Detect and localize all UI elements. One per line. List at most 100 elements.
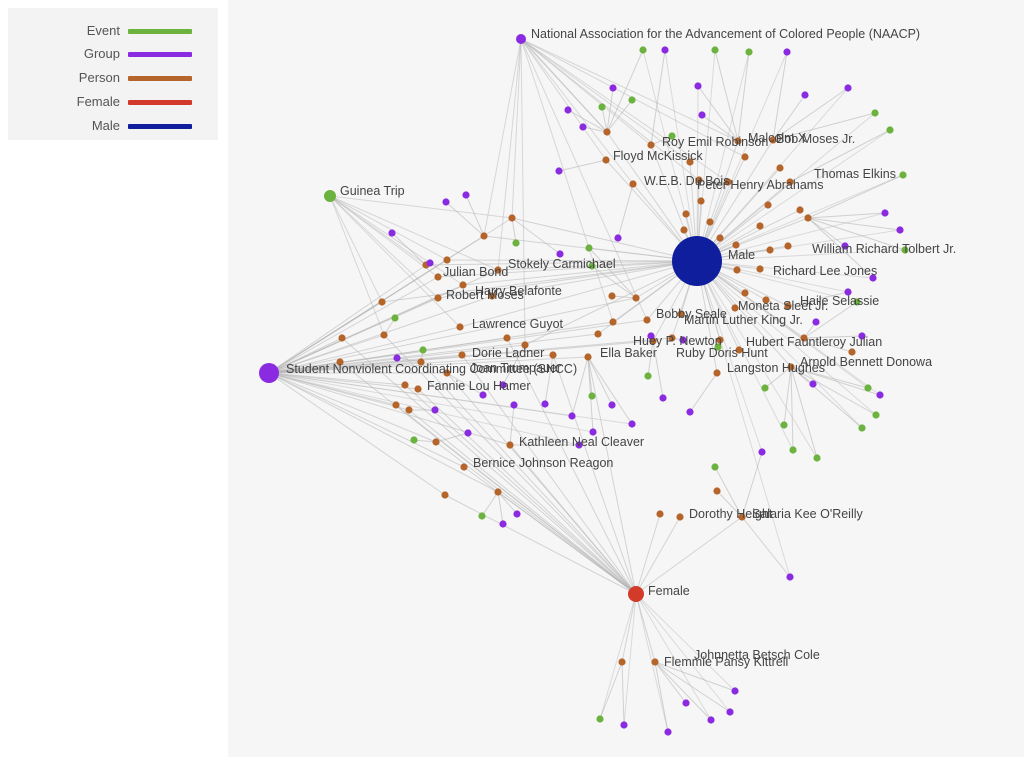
person-node[interactable]	[741, 289, 749, 297]
group-node[interactable]	[393, 354, 401, 362]
group-node[interactable]	[499, 520, 507, 528]
group-node[interactable]	[388, 229, 396, 237]
person-node[interactable]	[804, 214, 812, 222]
person-node[interactable]	[405, 406, 413, 414]
person-node[interactable]	[480, 232, 488, 240]
person-node[interactable]	[336, 358, 344, 366]
group-node[interactable]	[844, 288, 852, 296]
event-node[interactable]	[853, 298, 861, 306]
person-node[interactable]	[682, 210, 690, 218]
group-node[interactable]	[858, 332, 866, 340]
person-node[interactable]	[651, 658, 659, 666]
person-node[interactable]	[676, 513, 684, 521]
group-node[interactable]	[426, 259, 434, 267]
group-node[interactable]	[869, 274, 877, 282]
person-node[interactable]	[734, 137, 742, 145]
person-node[interactable]	[756, 265, 764, 273]
event-node[interactable]	[789, 446, 797, 454]
person-node[interactable]	[787, 363, 795, 371]
hub-node-guinea-trip[interactable]	[324, 190, 336, 202]
group-node[interactable]	[442, 198, 450, 206]
person-node[interactable]	[441, 491, 449, 499]
person-node[interactable]	[629, 180, 637, 188]
person-node[interactable]	[549, 351, 557, 359]
group-node[interactable]	[513, 510, 521, 518]
person-node[interactable]	[459, 281, 467, 289]
event-node[interactable]	[864, 384, 872, 392]
person-node[interactable]	[762, 296, 770, 304]
group-node[interactable]	[694, 82, 702, 90]
group-node[interactable]	[462, 191, 470, 199]
hub-node-female[interactable]	[628, 586, 644, 602]
group-node[interactable]	[809, 380, 817, 388]
hub-node-male[interactable]	[672, 236, 722, 286]
group-node[interactable]	[786, 573, 794, 581]
event-node[interactable]	[872, 411, 880, 419]
event-node[interactable]	[639, 46, 647, 54]
group-node[interactable]	[510, 401, 518, 409]
person-node[interactable]	[756, 222, 764, 230]
person-node[interactable]	[378, 298, 386, 306]
person-node[interactable]	[716, 234, 724, 242]
legend-item-group[interactable]: Group	[8, 44, 218, 64]
legend-item-female[interactable]: Female	[8, 92, 218, 112]
person-node[interactable]	[848, 348, 856, 356]
group-node[interactable]	[686, 408, 694, 416]
event-node[interactable]	[899, 171, 907, 179]
person-node[interactable]	[769, 136, 777, 144]
event-node[interactable]	[628, 96, 636, 104]
group-node[interactable]	[731, 687, 739, 695]
person-node[interactable]	[796, 206, 804, 214]
group-node[interactable]	[579, 123, 587, 131]
group-node[interactable]	[614, 234, 622, 242]
person-node[interactable]	[506, 441, 514, 449]
person-node[interactable]	[417, 358, 425, 366]
group-node[interactable]	[801, 91, 809, 99]
person-node[interactable]	[786, 178, 794, 186]
person-node[interactable]	[609, 318, 617, 326]
group-node[interactable]	[589, 428, 597, 436]
person-node[interactable]	[800, 334, 808, 342]
event-node[interactable]	[644, 372, 652, 380]
person-node[interactable]	[401, 381, 409, 389]
group-node[interactable]	[608, 401, 616, 409]
person-node[interactable]	[443, 256, 451, 264]
group-node[interactable]	[812, 318, 820, 326]
group-node[interactable]	[575, 441, 583, 449]
person-node[interactable]	[432, 438, 440, 446]
group-node[interactable]	[564, 106, 572, 114]
event-node[interactable]	[588, 392, 596, 400]
event-node[interactable]	[901, 246, 909, 254]
person-node[interactable]	[732, 241, 740, 249]
person-node[interactable]	[602, 156, 610, 164]
person-node[interactable]	[460, 463, 468, 471]
person-node[interactable]	[680, 226, 688, 234]
person-node[interactable]	[697, 197, 705, 205]
event-node[interactable]	[419, 346, 427, 354]
person-node[interactable]	[494, 488, 502, 496]
person-node[interactable]	[508, 214, 516, 222]
hub-node-naacp[interactable]	[516, 34, 526, 44]
event-node[interactable]	[714, 343, 722, 351]
person-node[interactable]	[338, 334, 346, 342]
person-node[interactable]	[618, 658, 626, 666]
group-node[interactable]	[499, 381, 507, 389]
person-node[interactable]	[716, 336, 724, 344]
group-node[interactable]	[682, 699, 690, 707]
person-node[interactable]	[434, 294, 442, 302]
person-node[interactable]	[584, 353, 592, 361]
person-node[interactable]	[695, 176, 703, 184]
event-node[interactable]	[478, 512, 486, 520]
event-node[interactable]	[596, 715, 604, 723]
event-node[interactable]	[886, 126, 894, 134]
person-node[interactable]	[656, 510, 664, 518]
event-node[interactable]	[598, 103, 606, 111]
group-node[interactable]	[647, 332, 655, 340]
legend-item-male[interactable]: Male	[8, 116, 218, 136]
person-node[interactable]	[741, 153, 749, 161]
group-node[interactable]	[661, 46, 669, 54]
event-node[interactable]	[588, 262, 596, 270]
person-node[interactable]	[503, 334, 511, 342]
event-node[interactable]	[668, 132, 676, 140]
group-node[interactable]	[464, 429, 472, 437]
